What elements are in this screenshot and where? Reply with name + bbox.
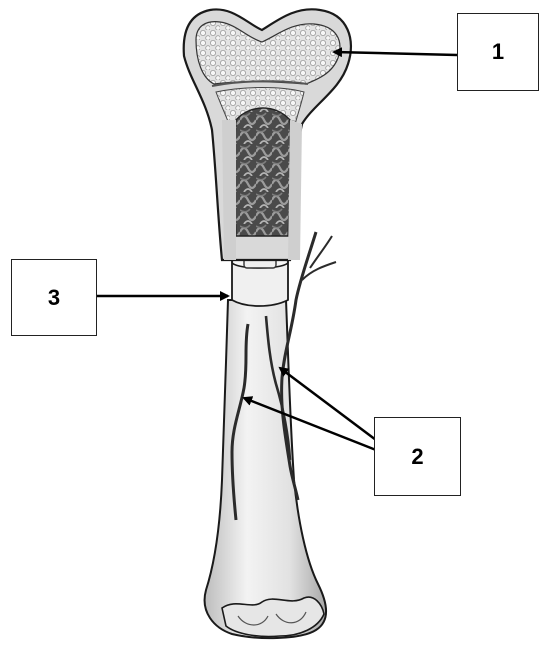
label-3-text: 3 [48,285,60,311]
arrow-2a [280,368,376,440]
label-2-text: 2 [411,444,423,470]
compact-bone-wall-right [288,120,302,260]
label-1-text: 1 [492,39,504,65]
medullary-cavity [235,108,291,236]
bone-shaft-lower [205,300,326,638]
compact-bone-wall-left [222,120,236,260]
label-box-1: 1 [457,13,539,91]
label-box-2: 2 [374,417,461,496]
arrow-1 [334,52,457,55]
label-box-3: 3 [11,259,97,336]
